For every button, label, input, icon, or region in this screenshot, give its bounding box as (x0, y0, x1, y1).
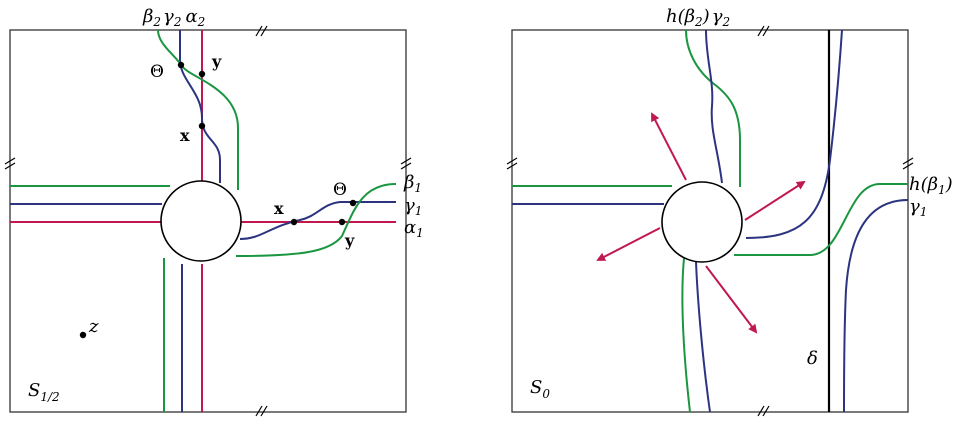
right-panel: h(β2)γ2 h(β1) γ1 δ S0 (506, 6, 953, 417)
theta-point-right (349, 199, 357, 207)
right-curves (512, 29, 909, 413)
z-label: z (88, 316, 99, 337)
y-label-right: y (344, 231, 355, 250)
theta-label-right: Θ (333, 180, 347, 200)
right-central-disk (661, 181, 743, 263)
right-edge-hash-marks (506, 25, 914, 417)
z-point (79, 331, 87, 339)
alpha1-label: α1 (404, 217, 424, 240)
x-point-top (198, 122, 206, 130)
theta-label-top: Θ (150, 62, 164, 82)
left-edge-hash-marks (4, 25, 412, 417)
left-intersection-points (79, 61, 357, 339)
left-central-disk (160, 180, 242, 262)
gamma2-blue-curve (179, 30, 221, 183)
right-gamma1-label: γ1 (909, 196, 927, 219)
arrow-down-left (596, 227, 661, 261)
left-vertical-curves (157, 29, 239, 412)
beta2-green-curve (157, 29, 239, 190)
surface-label-s0: S0 (530, 377, 550, 401)
h-beta1-label: h(β1) (909, 174, 953, 197)
x-label-top: x (180, 126, 190, 145)
h-beta1-green-curve (734, 183, 908, 256)
right-blue-bottom-curve (695, 261, 711, 413)
right-green-top-curve (685, 29, 741, 187)
arrow-up-left (651, 112, 687, 181)
delta-label: δ (807, 348, 818, 369)
gamma1-label: γ1 (404, 195, 422, 218)
left-horizontal-curves (10, 183, 397, 257)
y-label-top: y (211, 52, 222, 71)
arrow-down-right (705, 265, 758, 334)
theta-point-top (177, 61, 185, 69)
y-point-right (338, 218, 346, 226)
surface-label-s-half: S1/2 (28, 380, 60, 404)
x-point-right (290, 218, 298, 226)
gamma1-blue-curve (239, 201, 396, 240)
x-label-right: x (274, 199, 284, 218)
beta1-green-curve (235, 183, 397, 257)
right-blue-top-curve (705, 29, 723, 184)
y-point-top (198, 70, 206, 78)
right-green-bottom-curve (681, 257, 691, 413)
right-blue-big-curve (745, 29, 843, 239)
right-blue-lower-curve (843, 199, 909, 413)
arrow-up-right (744, 180, 806, 221)
beta1-label: β1 (403, 172, 422, 195)
right-top-label: h(β2)γ2 (666, 6, 730, 29)
right-red-arrows (596, 112, 806, 334)
